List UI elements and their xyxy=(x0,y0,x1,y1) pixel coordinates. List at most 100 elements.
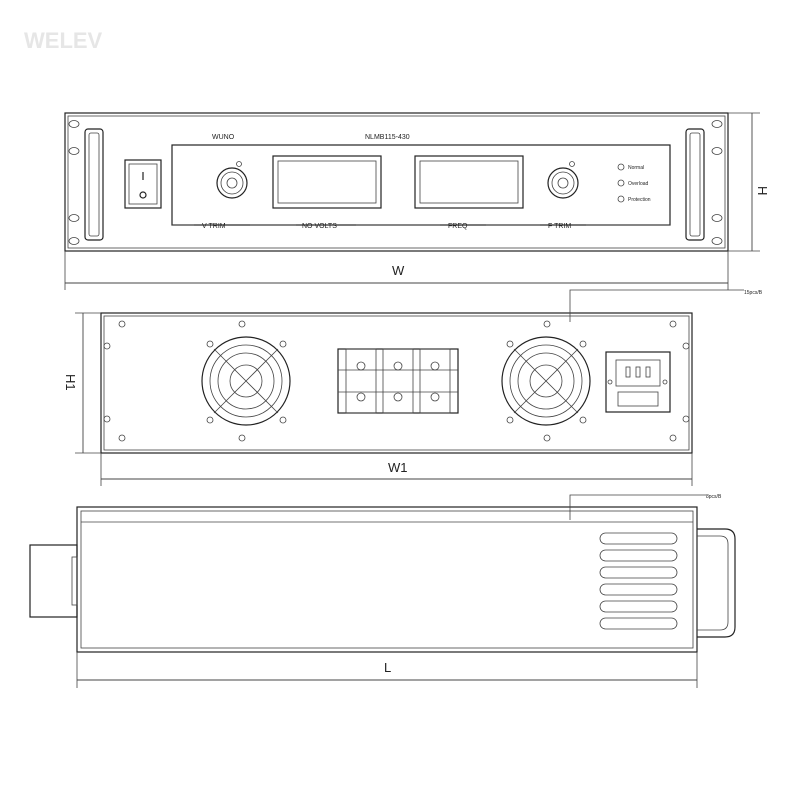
terminal-screw xyxy=(356,361,366,371)
inlet-screw xyxy=(607,379,613,385)
front-panel-side xyxy=(29,544,78,618)
normal-indicator xyxy=(617,163,625,171)
inlet-pin xyxy=(625,366,631,378)
brand-label: WUNO xyxy=(212,134,235,141)
protection-label: Protection xyxy=(628,197,651,203)
right-fan-hub xyxy=(529,364,563,398)
right-handle-inner xyxy=(689,132,701,237)
right-fan-ring xyxy=(509,344,583,418)
terminal xyxy=(419,348,451,414)
side-body-outline xyxy=(76,506,698,653)
fan-screw xyxy=(579,340,587,348)
screw xyxy=(669,434,677,442)
vent-slot xyxy=(599,566,678,579)
h1-dimension-label: H1 xyxy=(63,374,78,391)
side-handle-inner xyxy=(697,535,729,631)
right-handle xyxy=(685,128,705,241)
f-trim-knob-inner xyxy=(551,171,575,195)
terminal-screw xyxy=(393,361,403,371)
rear-panel-inner xyxy=(103,315,690,451)
watermark: WELEV xyxy=(24,28,103,53)
side-handle xyxy=(697,528,736,638)
frequency-display-inner xyxy=(419,160,519,204)
f-trim-knob-center xyxy=(557,177,569,189)
fan-screw xyxy=(279,340,287,348)
side-callout-label: 8pcs/B xyxy=(706,494,722,500)
power-inlet xyxy=(605,351,671,413)
rear-panel-outline xyxy=(100,312,693,454)
power-inlet-socket xyxy=(615,359,661,387)
vent-slot xyxy=(599,583,678,596)
vent-slot xyxy=(599,532,678,545)
screw xyxy=(103,415,111,423)
power-switch xyxy=(124,159,162,209)
terminal-screw xyxy=(356,392,366,402)
v-trim-label: V TRIM xyxy=(202,223,226,230)
fan-screw xyxy=(506,340,514,348)
model-label: NLMB115-430 xyxy=(365,134,410,141)
f-trim-label: F TRIM xyxy=(548,223,571,230)
fan-screw xyxy=(579,416,587,424)
left-fan-guard xyxy=(201,336,291,426)
rack-hole xyxy=(68,214,80,222)
v-trim-knob xyxy=(216,167,248,199)
overload-indicator xyxy=(617,179,625,187)
inlet-screw xyxy=(662,379,668,385)
fan-screw xyxy=(206,416,214,424)
v-trim-knob-inner xyxy=(220,171,244,195)
voltage-display xyxy=(272,155,382,209)
rack-hole xyxy=(711,214,723,222)
f-trim-knob xyxy=(547,167,579,199)
terminal-screw xyxy=(430,361,440,371)
w1-dimension-label: W1 xyxy=(388,460,408,475)
terminal-screw xyxy=(393,392,403,402)
screw xyxy=(103,342,111,350)
vent-slot xyxy=(599,617,678,630)
freq-label: FREQ xyxy=(448,223,468,230)
screw xyxy=(238,320,246,328)
normal-label: Normal xyxy=(628,165,644,171)
terminal xyxy=(382,348,414,414)
vent-slot xyxy=(599,549,678,562)
frequency-display xyxy=(414,155,524,209)
screw xyxy=(118,320,126,328)
protection-indicator xyxy=(617,195,625,203)
inlet-pin xyxy=(645,366,651,378)
overload-label: Overload xyxy=(628,181,649,187)
fan-screw xyxy=(206,340,214,348)
terminal-block xyxy=(337,348,459,414)
front-view: WUNO NLMB115-430 Normal Overload Protect… xyxy=(64,112,770,290)
inlet-pin xyxy=(635,366,641,378)
screw xyxy=(682,415,690,423)
left-handle xyxy=(84,128,104,241)
v-trim-led xyxy=(236,161,242,167)
terminal-screw xyxy=(430,392,440,402)
screw xyxy=(669,320,677,328)
voltage-display-inner xyxy=(277,160,377,204)
side-view: 8pcs/B L xyxy=(29,494,736,688)
h-dimension-label: H xyxy=(755,186,770,195)
rack-hole xyxy=(68,147,80,155)
left-fan-hub xyxy=(229,364,263,398)
rack-hole xyxy=(68,237,80,245)
rack-hole xyxy=(711,147,723,155)
right-fan-ring xyxy=(517,352,575,410)
front-panel-inner xyxy=(67,115,726,249)
rack-hole xyxy=(711,120,723,128)
rear-callout-line xyxy=(569,289,744,322)
terminal xyxy=(345,348,377,414)
fuse-holder xyxy=(617,391,659,407)
left-handle-inner xyxy=(88,132,100,237)
power-switch-inner xyxy=(128,163,158,205)
left-fan-ring xyxy=(209,344,283,418)
front-panel-outline xyxy=(64,112,729,252)
rack-hole xyxy=(68,120,80,128)
screw xyxy=(238,434,246,442)
screw xyxy=(682,342,690,350)
screw xyxy=(118,434,126,442)
rear-view: 15pcs/B H1 W1 xyxy=(63,289,763,486)
power-off-mark xyxy=(139,191,147,199)
v-trim-knob-center xyxy=(226,177,238,189)
l-dimension-label: L xyxy=(384,660,391,675)
